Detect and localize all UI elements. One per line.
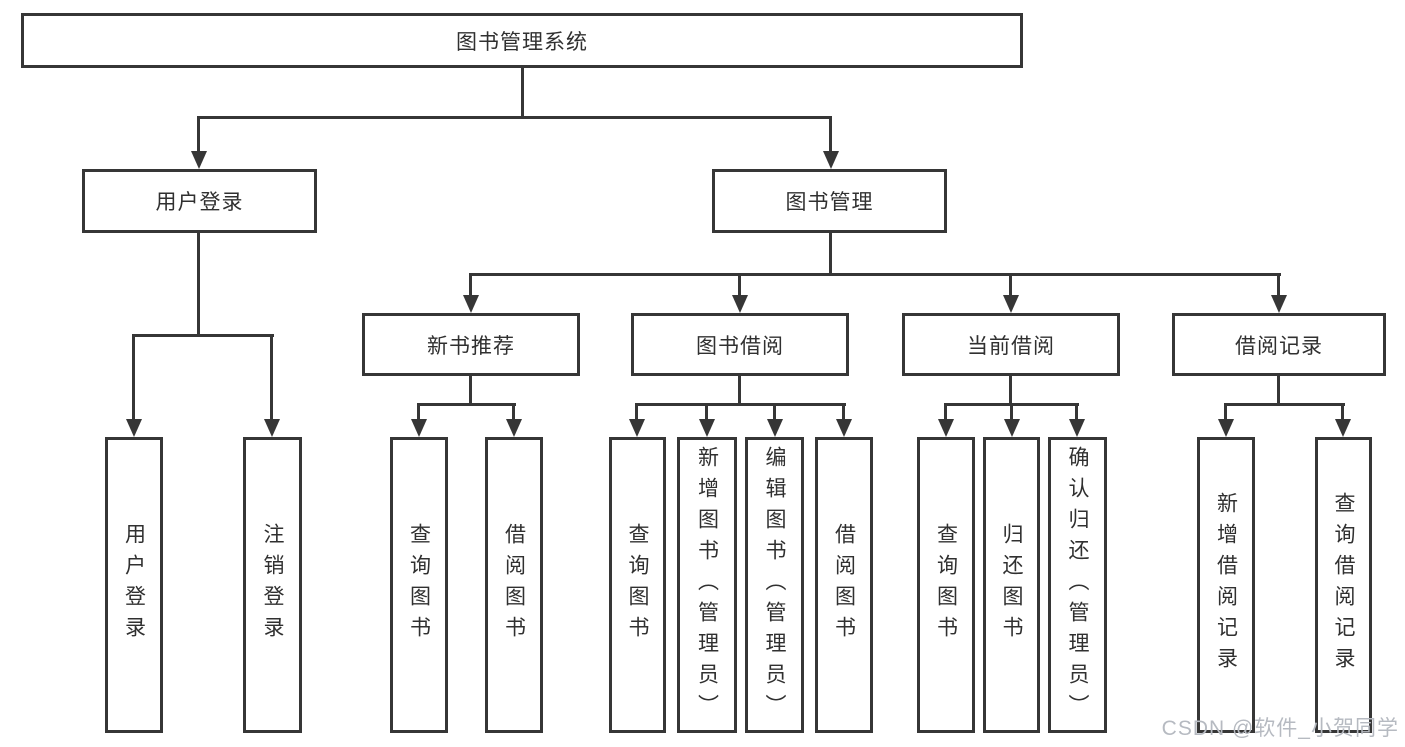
node-user-login: 用户登录 <box>82 169 317 233</box>
arrow-down-icon <box>463 295 479 313</box>
connector-line <box>705 403 708 423</box>
csdn-watermark: CSDN @软件_小贺同学 <box>1161 717 1399 740</box>
arrow-down-icon <box>1218 419 1234 437</box>
leaf-query-books-recommend-label: 查询图书 <box>407 523 431 647</box>
arrow-down-icon <box>732 295 748 313</box>
node-user-login-label: 用户登录 <box>155 191 244 214</box>
node-root: 图书管理系统 <box>21 13 1023 68</box>
leaf-confirm-return-admin-label: 确认归还（管理员） <box>1066 445 1089 725</box>
connector-line <box>1277 273 1280 299</box>
node-book-management: 图书管理 <box>712 169 947 233</box>
node-new-book-recommend: 新书推荐 <box>362 313 580 376</box>
connector-line <box>829 233 832 276</box>
node-root-label: 图书管理系统 <box>456 30 588 54</box>
connector-line <box>469 376 472 406</box>
leaf-return-book-label: 归还图书 <box>1000 523 1023 647</box>
leaf-query-books-borrow-label: 查询图书 <box>626 523 649 647</box>
arrow-down-icon <box>836 419 852 437</box>
node-book-borrow-label: 图书借阅 <box>696 334 784 358</box>
connector-line <box>829 116 832 156</box>
node-book-borrow: 图书借阅 <box>631 313 849 376</box>
leaf-logout: 注销登录 <box>243 437 302 733</box>
leaf-query-books-borrow: 查询图书 <box>609 437 666 733</box>
arrow-down-icon <box>629 419 645 437</box>
leaf-query-books-recommend: 查询图书 <box>390 437 448 733</box>
connector-line <box>1341 403 1344 423</box>
leaf-user-login-label: 用户登录 <box>122 523 146 647</box>
leaf-add-book-admin: 新增图书（管理员） <box>677 437 737 733</box>
connector-line <box>512 403 515 423</box>
leaf-add-book-admin-label: 新增图书（管理员） <box>695 445 719 725</box>
leaf-logout-label: 注销登录 <box>261 523 284 647</box>
leaf-edit-book-admin-label: 编辑图书（管理员） <box>763 445 786 725</box>
arrow-down-icon <box>506 419 522 437</box>
connector-line <box>469 273 1281 276</box>
arrow-down-icon <box>1271 295 1287 313</box>
arrow-down-icon <box>264 419 280 437</box>
arrow-down-icon <box>1004 419 1020 437</box>
arrow-down-icon <box>1003 295 1019 313</box>
connector-line <box>1009 376 1012 406</box>
leaf-query-borrow-record-label: 查询借阅记录 <box>1332 492 1355 678</box>
connector-line <box>1224 403 1227 423</box>
leaf-query-books-current: 查询图书 <box>917 437 975 733</box>
arrow-down-icon <box>126 419 142 437</box>
node-borrow-records-label: 借阅记录 <box>1235 334 1323 358</box>
node-current-borrow: 当前借阅 <box>902 313 1120 376</box>
node-borrow-records: 借阅记录 <box>1172 313 1386 376</box>
arrow-down-icon <box>823 151 839 169</box>
node-book-management-label: 图书管理 <box>785 191 874 214</box>
leaf-user-login: 用户登录 <box>105 437 163 733</box>
connector-line <box>521 68 524 117</box>
connector-line <box>1010 403 1013 423</box>
connector-line <box>197 116 832 119</box>
leaf-confirm-return-admin: 确认归还（管理员） <box>1048 437 1107 733</box>
leaf-borrow-books: 借阅图书 <box>815 437 873 733</box>
arrow-down-icon <box>411 419 427 437</box>
connector-line <box>417 403 420 423</box>
arrow-down-icon <box>767 419 783 437</box>
connector-line <box>842 403 845 423</box>
arrow-down-icon <box>191 151 207 169</box>
leaf-borrow-books-recommend: 借阅图书 <box>485 437 543 733</box>
leaf-add-borrow-record-label: 新增借阅记录 <box>1214 492 1238 678</box>
connector-line <box>738 376 741 406</box>
connector-line <box>773 403 776 423</box>
leaf-borrow-books-recommend-label: 借阅图书 <box>502 523 526 647</box>
connector-line <box>1277 376 1280 406</box>
connector-line <box>738 273 741 299</box>
leaf-query-borrow-record: 查询借阅记录 <box>1315 437 1372 733</box>
arrow-down-icon <box>938 419 954 437</box>
leaf-return-book: 归还图书 <box>983 437 1040 733</box>
connector-line <box>197 116 200 156</box>
leaf-borrow-books-label: 借阅图书 <box>832 523 856 647</box>
connector-line <box>132 334 135 421</box>
arrow-down-icon <box>1335 419 1351 437</box>
connector-line <box>635 403 638 423</box>
connector-line <box>132 334 274 337</box>
connector-line <box>469 273 472 299</box>
connector-line <box>944 403 947 423</box>
connector-line <box>635 403 846 406</box>
connector-line <box>270 334 273 421</box>
node-current-borrow-label: 当前借阅 <box>967 334 1055 358</box>
connector-line <box>197 233 200 337</box>
connector-line <box>1009 273 1012 299</box>
connector-line <box>1075 403 1078 423</box>
connector-line <box>1224 403 1345 406</box>
arrow-down-icon <box>699 419 715 437</box>
leaf-add-borrow-record: 新增借阅记录 <box>1197 437 1255 733</box>
leaf-edit-book-admin: 编辑图书（管理员） <box>745 437 804 733</box>
arrow-down-icon <box>1069 419 1085 437</box>
connector-line <box>417 403 516 406</box>
leaf-query-books-current-label: 查询图书 <box>934 523 958 647</box>
node-new-book-recommend-label: 新书推荐 <box>427 334 515 358</box>
